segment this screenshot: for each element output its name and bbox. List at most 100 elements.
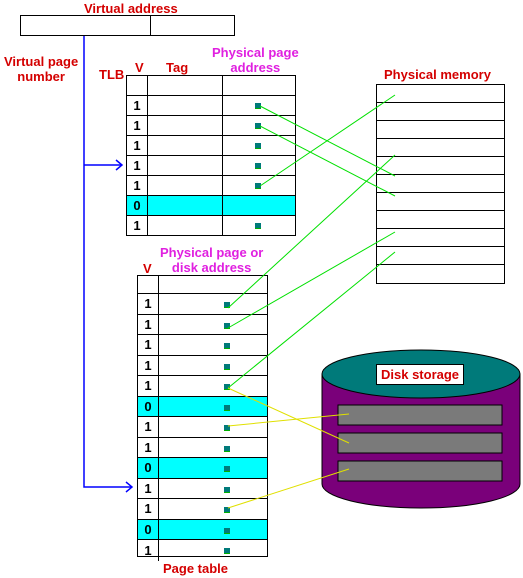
tlb-valid-bit: 1 xyxy=(127,96,148,115)
pointer-icon xyxy=(255,103,261,109)
disk-links xyxy=(227,387,350,509)
pointer-icon xyxy=(224,322,230,329)
tlb-tag-cell xyxy=(147,176,223,195)
physical-memory xyxy=(376,84,505,284)
disk-storage-label: Disk storage xyxy=(376,364,465,385)
pointer-icon xyxy=(224,302,230,308)
page-table-label: Page table xyxy=(163,561,229,576)
page-table-entry: 0 xyxy=(138,519,267,540)
page-table-valid-bit: 1 xyxy=(138,417,159,437)
memory-page-frame xyxy=(377,103,504,121)
pointer-icon xyxy=(255,123,261,129)
page-table-valid-bit: 0 xyxy=(138,396,159,416)
page-table-entry: 1 xyxy=(138,540,267,561)
disk-block xyxy=(337,404,503,426)
page-table-entry: 1 xyxy=(138,294,267,315)
tlb-entry: 1 xyxy=(127,136,295,156)
pointer-icon xyxy=(224,384,230,390)
page-table-entry: 1 xyxy=(138,417,267,438)
pointer-icon xyxy=(224,343,230,349)
page-table-entry: 0 xyxy=(138,458,267,479)
tlb-entry: 1 xyxy=(127,176,295,196)
virtual-address-register xyxy=(20,15,235,36)
memory-page-frame xyxy=(377,211,504,229)
pointer-icon xyxy=(224,548,230,554)
tlb-entry: 1 xyxy=(127,116,295,136)
page-table-valid-bit: 1 xyxy=(138,376,159,396)
tlb-entry: 1 xyxy=(127,156,295,176)
tlb-label: TLB xyxy=(99,67,125,82)
pointer-icon xyxy=(255,163,261,169)
tlb-entry: 0 xyxy=(127,196,295,216)
pointer-icon xyxy=(224,507,230,513)
page-table-entry: 1 xyxy=(138,437,267,458)
virtual-page-number-label: Virtual page number xyxy=(4,54,79,84)
pointer-icon xyxy=(224,527,230,534)
pointer-icon xyxy=(255,183,261,189)
tlb-valid-header: V xyxy=(135,60,144,75)
tlb-valid-bit: 0 xyxy=(127,196,148,215)
page-table-valid-bit: 1 xyxy=(138,478,159,498)
memory-page-frame xyxy=(377,193,504,211)
physical-memory-label: Physical memory xyxy=(384,67,491,82)
page-table-valid-header: V xyxy=(143,261,152,276)
page-table-entry: 1 xyxy=(138,314,267,335)
tlb-valid-bit: 1 xyxy=(127,216,148,235)
tlb-tag-cell xyxy=(147,136,223,155)
disk-block xyxy=(337,460,503,482)
tlb-tag-cell xyxy=(147,116,223,135)
pointer-icon xyxy=(224,445,230,452)
page-table-header-row xyxy=(138,276,267,294)
page-table-entry: 0 xyxy=(138,396,267,417)
tlb-physical-page-header: Physical page address xyxy=(212,45,299,75)
pointer-icon xyxy=(224,466,230,472)
tlb-header-row xyxy=(127,76,295,96)
page-table-valid-bit: 0 xyxy=(138,519,159,539)
tlb-valid-bit: 1 xyxy=(127,176,148,195)
page-table-valid-bit: 1 xyxy=(138,499,159,519)
page-table-valid-bit: 1 xyxy=(138,314,159,334)
memory-page-frame xyxy=(377,85,504,103)
virtual-page-number-arrow xyxy=(83,36,134,493)
disk-block xyxy=(337,432,503,454)
page-table-valid-bit: 1 xyxy=(138,540,159,561)
memory-page-frame xyxy=(377,157,504,175)
tlb-valid-bit: 1 xyxy=(127,136,148,155)
page-table-valid-bit: 1 xyxy=(138,437,159,457)
pointer-icon xyxy=(224,404,230,411)
memory-links xyxy=(227,94,396,389)
page-table-header: Physical page or disk address xyxy=(160,245,264,275)
pointer-icon xyxy=(224,363,230,370)
tlb-tag-cell xyxy=(147,96,223,115)
tlb-tag-cell xyxy=(147,216,223,235)
pointer-icon xyxy=(224,425,230,431)
tlb-tag-header: Tag xyxy=(166,60,189,75)
tlb-tag-cell xyxy=(147,156,223,175)
page-table-valid-bit: 1 xyxy=(138,355,159,375)
virtual-address-label: Virtual address xyxy=(84,1,178,16)
tlb-valid-bit: 1 xyxy=(127,116,148,135)
tlb-entry: 1 xyxy=(127,216,295,236)
page-table-valid-bit: 1 xyxy=(138,294,159,314)
memory-page-frame xyxy=(377,229,504,247)
memory-page-frame xyxy=(377,139,504,157)
pointer-icon xyxy=(255,143,261,149)
memory-page-frame xyxy=(377,247,504,265)
memory-page-frame xyxy=(377,175,504,193)
pointer-icon xyxy=(224,486,230,493)
tlb-tag-cell xyxy=(147,196,223,215)
tlb-entry: 1 xyxy=(127,96,295,116)
page-table-valid-bit: 1 xyxy=(138,335,159,355)
tlb-valid-bit: 1 xyxy=(127,156,148,175)
page-table-valid-bit: 0 xyxy=(138,458,159,478)
page-table-entry: 1 xyxy=(138,499,267,520)
memory-page-frame xyxy=(377,121,504,139)
page-table-entry: 1 xyxy=(138,478,267,499)
page-table-entry: 1 xyxy=(138,355,267,376)
page-table-entry: 1 xyxy=(138,335,267,356)
pointer-icon xyxy=(255,223,261,229)
page-table-entry: 1 xyxy=(138,376,267,397)
